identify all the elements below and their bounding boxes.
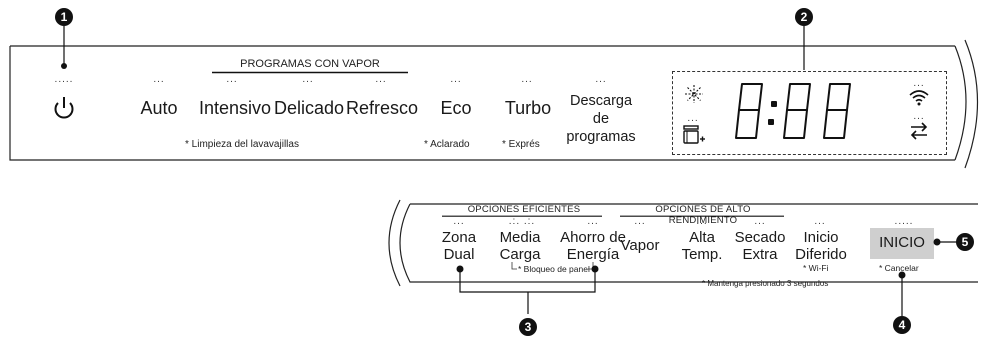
power-indicator-dots: ..... bbox=[54, 74, 74, 85]
option-dots: ... bbox=[587, 216, 599, 227]
bottom-panel-outline bbox=[388, 199, 978, 287]
callout-5: 5 bbox=[956, 233, 974, 251]
option-label: Ahorro de bbox=[560, 229, 626, 246]
efficient-options-bracket bbox=[442, 215, 602, 217]
program-turbo-button[interactable]: Turbo bbox=[504, 98, 552, 118]
program-auto-button[interactable]: Auto bbox=[140, 98, 178, 118]
option-dots: ... bbox=[634, 216, 646, 227]
cancel-note: * Cancelar bbox=[879, 263, 919, 273]
program-dots: ... bbox=[153, 74, 165, 85]
option-label: Diferido bbox=[795, 246, 847, 263]
steam-programs-bracket bbox=[212, 71, 408, 74]
remote-dots: ... bbox=[913, 111, 925, 122]
option-zona-dual-button[interactable]: Zona Dual bbox=[438, 229, 480, 263]
machine-clean-note: * Limpieza del lavavajillas bbox=[185, 139, 299, 150]
callout-3-leader bbox=[456, 265, 599, 314]
program-dots: ... bbox=[375, 74, 387, 85]
option-label: Zona bbox=[441, 229, 477, 246]
start-button[interactable]: INICIO bbox=[870, 228, 934, 259]
program-dots: ... bbox=[226, 74, 238, 85]
wifi-dots: ... bbox=[913, 78, 925, 89]
option-label: Temp. bbox=[681, 246, 723, 263]
efficient-options-label: OPCIONES EFICIENTES bbox=[467, 204, 581, 215]
top-panel-outline bbox=[9, 39, 979, 169]
dispenser-dots: ... bbox=[687, 113, 699, 124]
option-label: Secado bbox=[734, 229, 786, 246]
wifi-note: * Wi-Fi bbox=[803, 263, 829, 273]
program-eco-button[interactable]: Eco bbox=[440, 98, 472, 118]
option-inicio-diferido-button[interactable]: Inicio Diferido bbox=[792, 229, 850, 263]
program-dots: ... bbox=[521, 74, 533, 85]
option-label: Media bbox=[499, 229, 541, 246]
callout-2-leader bbox=[803, 26, 805, 70]
sparkle-icon bbox=[685, 85, 703, 103]
panel-lock-note: * Bloqueo de panel bbox=[518, 264, 590, 274]
remote-icon bbox=[910, 122, 928, 140]
time-display bbox=[735, 83, 851, 139]
option-label: Inicio bbox=[803, 229, 839, 246]
option-dots: ... bbox=[754, 216, 766, 227]
hold-note: * Mantenga presionado 3 segundos bbox=[702, 279, 829, 288]
callout-1-leader bbox=[61, 26, 67, 69]
performance-options-bracket bbox=[620, 215, 784, 217]
program-dots: ... bbox=[450, 74, 462, 85]
program-dots: ... bbox=[302, 74, 314, 85]
steam-programs-label: PROGRAMAS CON VAPOR bbox=[240, 58, 380, 70]
option-label: Alta bbox=[689, 229, 715, 246]
callout-5-leader bbox=[933, 238, 958, 246]
display-area bbox=[672, 71, 947, 155]
callout-1: 1 bbox=[55, 8, 73, 26]
callout-4-leader bbox=[898, 271, 906, 316]
option-dots: ... bbox=[453, 216, 465, 227]
option-label: Dual bbox=[443, 246, 475, 263]
option-media-carga-button[interactable]: Media Carga bbox=[492, 229, 548, 263]
option-alta-temp-button[interactable]: Alta Temp. bbox=[676, 229, 728, 263]
option-dots: .:. .:. bbox=[508, 216, 536, 227]
program-dots: ... bbox=[595, 74, 607, 85]
option-label: Extra bbox=[742, 246, 778, 263]
power-icon[interactable] bbox=[52, 95, 76, 121]
option-label: Carga bbox=[499, 246, 541, 263]
callout-2: 2 bbox=[795, 8, 813, 26]
program-intensivo-button[interactable]: Intensivo bbox=[198, 98, 272, 118]
program-download-button[interactable]: Descarga de programas bbox=[566, 93, 636, 145]
start-dots: ..... bbox=[894, 216, 914, 227]
performance-options-label: OPCIONES DE ALTO RENDIMIENTO bbox=[655, 204, 751, 226]
callout-3: 3 bbox=[519, 318, 537, 336]
express-note: * Exprés bbox=[502, 139, 540, 150]
top-control-panel: 1 ..... PROGRAMAS CON VAPOR ... ... ... … bbox=[9, 8, 979, 169]
bottom-control-panel: OPCIONES EFICIENTES OPCIONES DE ALTO REN… bbox=[0, 180, 981, 343]
rinse-note: * Aclarado bbox=[424, 139, 470, 150]
program-delicado-button[interactable]: Delicado bbox=[274, 98, 345, 118]
option-ahorro-energia-button[interactable]: Ahorro de Energía bbox=[549, 229, 637, 263]
dispenser-icon bbox=[683, 125, 705, 144]
callout-4: 4 bbox=[893, 316, 911, 334]
option-vapor-button[interactable]: Vapor bbox=[620, 237, 660, 254]
program-refresco-button[interactable]: Refresco bbox=[346, 98, 419, 118]
option-dots: ... bbox=[814, 216, 826, 227]
option-label: Energía bbox=[566, 246, 620, 263]
option-secado-extra-button[interactable]: Secado Extra bbox=[733, 229, 787, 263]
option-dots: ... bbox=[696, 216, 708, 227]
wifi-icon bbox=[909, 90, 929, 106]
